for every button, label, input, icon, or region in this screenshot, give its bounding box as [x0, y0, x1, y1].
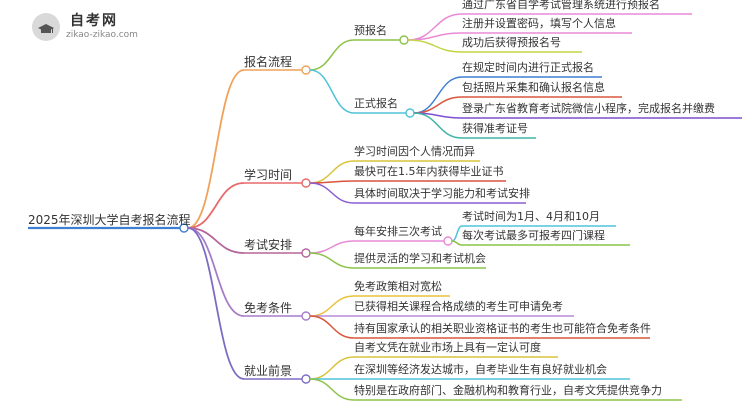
- connector-root-branch-3: [187, 227, 245, 317]
- connector-branch-2-leaf-0: [309, 252, 355, 269]
- branch-2[interactable]: 考试安排: [244, 238, 293, 252]
- connector-branch-0-sub-0-leaf-2: [407, 39, 463, 53]
- branch-0-sub-0[interactable]: 预报名: [354, 24, 387, 37]
- branch-0-sub-0-leaf-1[interactable]: 注册并设置密码，填写个人信息: [462, 17, 616, 30]
- branch-0-knob: [301, 65, 311, 75]
- connector-branch-4-leaf-0: [309, 356, 355, 380]
- branch-3[interactable]: 免考条件: [244, 301, 293, 315]
- connector-root-branch-4: [187, 227, 245, 380]
- branch-2-sub-0-leaf-0[interactable]: 考试时间为1月、4月和10月: [462, 210, 600, 223]
- connector-branch-0-sub-1-leaf-0: [413, 76, 463, 114]
- branch-1-leaf-1[interactable]: 最快可在1.5年内获得毕业证书: [354, 165, 504, 178]
- branch-0-sub-0-leaf-2[interactable]: 成功后获得预报名号: [462, 36, 561, 49]
- branch-0-sub-1[interactable]: 正式报名: [354, 97, 398, 110]
- branch-2-knob: [301, 248, 311, 258]
- branch-3-leaf-2[interactable]: 持有国家承认的相关职业资格证书的考生也可能符合免考条件: [354, 322, 651, 335]
- connector-branch-0-sub-1-leaf-1: [413, 96, 463, 114]
- graduation-cap-icon: [32, 13, 60, 41]
- branch-0-sub-1-knob: [405, 108, 415, 118]
- branch-0-sub-1-leaf-2[interactable]: 登录广东省教育考试院微信小程序，完成报名并缴费: [462, 102, 715, 115]
- branch-0-sub-0-leaf-0[interactable]: 通过广东省自学考试管理系统进行预报名: [462, 0, 660, 11]
- connector-branch-1-leaf-2: [309, 182, 355, 204]
- logo-title: 自考网: [70, 13, 118, 29]
- branch-4-leaf-0[interactable]: 自考文凭在就业市场上具有一定认可度: [354, 341, 541, 354]
- connector-branch-2-sub-0-leaf-1: [451, 240, 463, 246]
- connector-branch-0-sub-0-leaf-1: [407, 32, 463, 41]
- branch-0-sub-1-leaf-3[interactable]: 获得准考证号: [462, 122, 528, 135]
- branch-3-knob: [301, 311, 311, 321]
- branch-1-leaf-2[interactable]: 具体时间取决于学习能力和考试安排: [354, 187, 530, 200]
- connector-branch-1-leaf-0: [309, 160, 355, 184]
- connector-branch-3-leaf-2: [309, 315, 355, 339]
- connector-branch-0-sub-1-leaf-3: [413, 112, 463, 139]
- connector-branch-4-leaf-2: [309, 378, 355, 401]
- site-logo[interactable]: 自考网 zikao-zikao.com: [32, 10, 152, 46]
- connector-branch-3-leaf-0: [309, 295, 355, 317]
- branch-3-leaf-1[interactable]: 已获得相关课程合格成绩的考生可申请免考: [354, 300, 563, 313]
- root-node[interactable]: 2025年深圳大学自考报名流程: [28, 213, 191, 227]
- connector-branch-2-sub-0: [309, 240, 355, 254]
- connector-branch-0-sub-0: [309, 39, 355, 71]
- branch-0[interactable]: 报名流程: [244, 55, 293, 69]
- connector-root-branch-1: [187, 182, 245, 229]
- branch-0-sub-1-leaf-0[interactable]: 在规定时间内进行正式报名: [462, 61, 594, 74]
- connector-branch-0-sub-1: [309, 69, 355, 114]
- branch-1-knob: [301, 178, 311, 188]
- branch-2-sub-0-leaf-1[interactable]: 每次考试最多可报考四门课程: [462, 229, 605, 242]
- branch-1[interactable]: 学习时间: [244, 168, 293, 182]
- branch-4-knob: [301, 374, 311, 384]
- branch-2-leaf-0[interactable]: 提供灵活的学习和考试机会: [354, 252, 486, 265]
- branch-0-sub-0-knob: [399, 35, 409, 45]
- branch-4[interactable]: 就业前景: [244, 364, 293, 378]
- branch-4-leaf-1[interactable]: 在深圳等经济发达城市，自考毕业生有良好就业机会: [354, 363, 607, 376]
- connector-branch-2-sub-0-leaf-0: [451, 225, 463, 242]
- branch-2-sub-0-knob: [443, 236, 453, 246]
- logo-subtitle: zikao-zikao.com: [66, 30, 138, 40]
- branch-0-sub-1-leaf-1[interactable]: 包括照片采集和确认报名信息: [462, 81, 605, 94]
- connector-root-branch-2: [187, 227, 245, 254]
- branch-1-leaf-0[interactable]: 学习时间因个人情况而异: [354, 145, 475, 158]
- connector-root-branch-0: [187, 69, 245, 229]
- branch-4-leaf-2[interactable]: 特别是在政府部门、金融机构和教育行业，自考文凭提供竞争力: [354, 384, 662, 397]
- branch-2-sub-0[interactable]: 每年安排三次考试: [354, 225, 442, 238]
- branch-3-leaf-0[interactable]: 免考政策相对宽松: [354, 280, 442, 293]
